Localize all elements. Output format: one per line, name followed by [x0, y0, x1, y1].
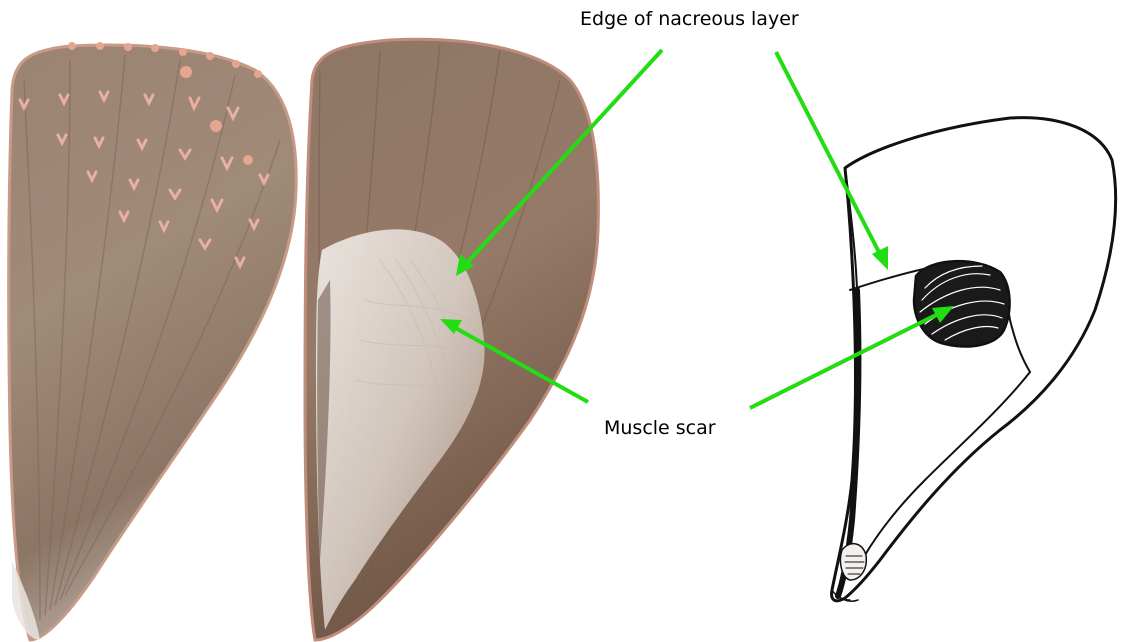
label-edge-of-nacreous-layer: Edge of nacreous layer	[580, 8, 799, 30]
shell-exterior-outline	[9, 45, 297, 640]
shell-exterior-photo	[9, 42, 297, 640]
shell-interior-photo	[305, 39, 598, 640]
arrow-muscle-to-drawing	[750, 306, 954, 408]
shell-interior-drawing	[832, 118, 1116, 602]
drawing-muscle-scar	[914, 261, 1010, 346]
drawing-outer-outline	[832, 118, 1116, 601]
drawing-inner-curve	[865, 372, 1030, 555]
label-muscle-scar: Muscle scar	[604, 417, 716, 439]
arrow-edge-to-drawing	[776, 52, 888, 270]
